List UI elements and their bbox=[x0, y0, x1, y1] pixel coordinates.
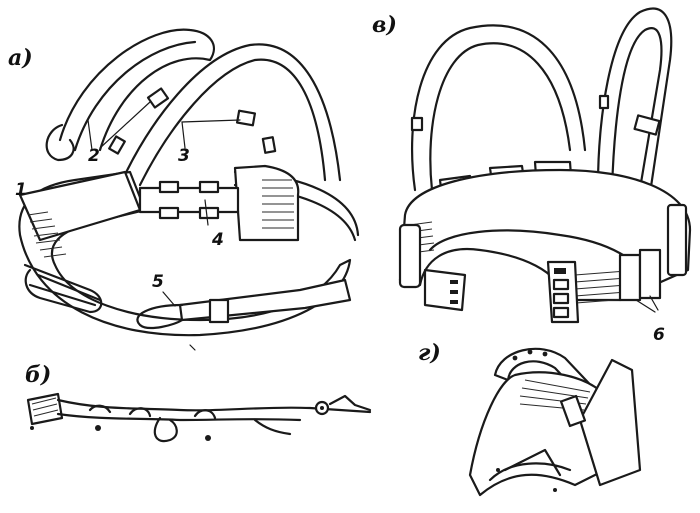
callout-4: 4 bbox=[212, 230, 224, 250]
harness-strap-right bbox=[596, 7, 673, 262]
belt-end-buckle bbox=[208, 298, 230, 324]
callout-5: 5 bbox=[152, 272, 164, 292]
panel-a-belt-assembly bbox=[18, 28, 360, 351]
section-strap-lower bbox=[56, 412, 302, 422]
shoulder-strap-front bbox=[118, 43, 342, 187]
harness-belt-end-left bbox=[423, 268, 467, 312]
harness-pad-left bbox=[398, 223, 422, 289]
harness-buckle bbox=[633, 114, 661, 136]
shoulder-strap-back bbox=[58, 28, 215, 152]
panel-b-cross-section bbox=[26, 392, 372, 443]
harness-belt-band bbox=[398, 168, 692, 302]
strap-buckle-3 bbox=[235, 109, 257, 127]
panel-label-g: г) bbox=[418, 340, 441, 366]
harness-pouch-right bbox=[666, 203, 688, 277]
callout-1: 1 bbox=[15, 180, 27, 200]
panel-g-clamp bbox=[468, 347, 642, 497]
panel-v-harness bbox=[398, 7, 692, 324]
harness-pocket-6b bbox=[638, 248, 662, 300]
belt-end-hook bbox=[136, 303, 184, 329]
panel-label-b: б) bbox=[25, 362, 52, 388]
strap-hook-left bbox=[45, 123, 75, 162]
panel-label-v: в) bbox=[372, 12, 397, 38]
strap-buckle-2 bbox=[146, 87, 170, 109]
belt-carabiner bbox=[23, 263, 103, 314]
section-anchor bbox=[26, 392, 64, 426]
belt-connector-4 bbox=[138, 186, 240, 214]
callout-6: 6 bbox=[653, 325, 665, 345]
panel-label-a: а) bbox=[8, 45, 33, 71]
section-loop bbox=[153, 416, 178, 443]
harness-pocket-6a bbox=[618, 253, 642, 302]
callout-2: 2 bbox=[88, 146, 100, 166]
belt-pad-left bbox=[18, 170, 142, 242]
clamp-side-plate bbox=[578, 358, 642, 487]
belt-pad-right bbox=[233, 164, 300, 242]
clamp-buckle bbox=[559, 394, 587, 428]
callout-3: 3 bbox=[178, 146, 190, 166]
